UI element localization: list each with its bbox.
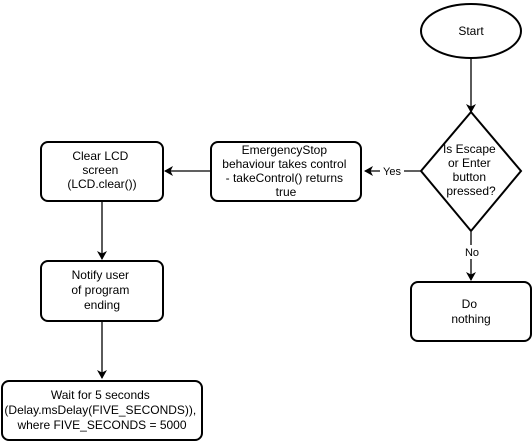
wait-node — [1, 380, 203, 441]
emergency-stop-node — [210, 141, 362, 202]
notify-user-node-label: Notify user of program ending — [71, 268, 132, 312]
start-node-label: Start — [458, 24, 484, 38]
decision-node-label: Is Escape or Enter button pressed? — [443, 142, 499, 198]
decision-node — [419, 110, 523, 233]
do-nothing-node-label: Do nothing — [451, 297, 490, 326]
edge-label-yes: Yes — [383, 166, 401, 178]
clear-lcd-node-label: Clear LCD screen (LCD.clear()) — [67, 149, 136, 191]
do-nothing-node — [410, 281, 532, 342]
wait-node-label: Wait for 5 seconds (Delay.msDelay(FIVE_S… — [4, 388, 199, 432]
notify-user-node — [40, 260, 164, 322]
edge-label-no: No — [465, 247, 479, 259]
start-node — [420, 3, 522, 59]
clear-lcd-node — [40, 141, 164, 202]
emergency-stop-node-label: EmergencyStop behaviour takes control - … — [222, 143, 349, 199]
